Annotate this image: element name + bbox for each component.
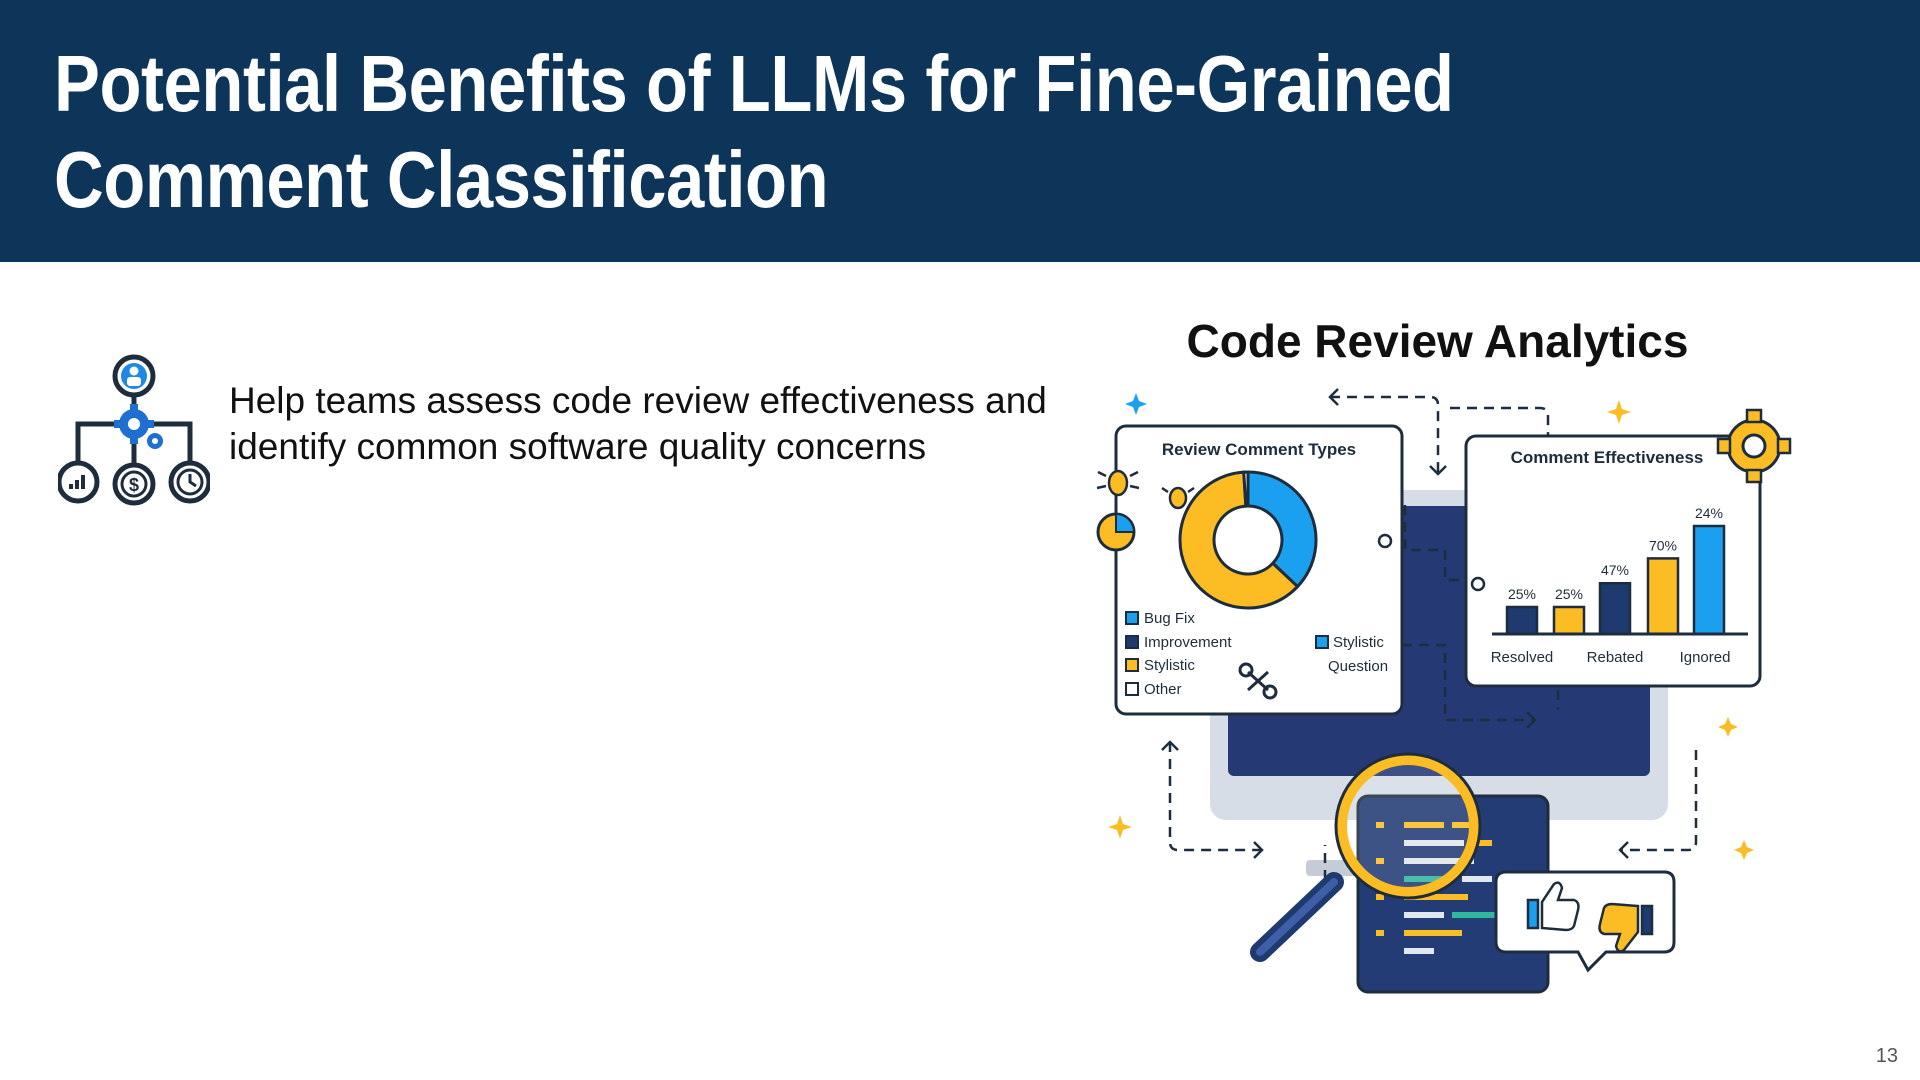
mini-pie-icon	[1096, 512, 1136, 552]
effectiveness-bar-2	[1552, 605, 1586, 636]
title-bar: Potential Benefits of LLMs for Fine-Grai…	[0, 0, 1920, 262]
effectiveness-bar-label-4: 70%	[1649, 537, 1677, 553]
legend-stylistic: Stylistic	[1144, 657, 1195, 674]
x-label-rebated: Rebated	[1587, 649, 1644, 666]
flow-arrows	[1168, 395, 1698, 880]
effectiveness-bar-5	[1692, 524, 1726, 636]
comment-types-title: Review Comment Types	[1162, 440, 1356, 459]
connector-dot	[1470, 576, 1486, 592]
x-label-resolved: Resolved	[1491, 649, 1554, 666]
sparkle-blue-icon	[1125, 393, 1147, 415]
thumbs-up-icon	[1526, 881, 1580, 932]
effectiveness-bar-label-2: 25%	[1555, 586, 1583, 602]
effectiveness-title: Comment Effectiveness	[1511, 448, 1704, 467]
page-number: 13	[1875, 1045, 1898, 1067]
magnifier-icon	[1250, 752, 1482, 962]
feedback-bubble	[1494, 870, 1676, 973]
bug-icon	[1096, 469, 1140, 497]
illustration-title: Code Review Analytics	[1186, 315, 1689, 367]
legend-improvement: Improvement	[1144, 634, 1232, 651]
effectiveness-bar-label-1: 25%	[1508, 586, 1536, 602]
legend-right-question: Question	[1328, 658, 1388, 675]
x-label-ignored: Ignored	[1680, 649, 1731, 666]
legend-right-stylistic: Stylistic	[1333, 634, 1384, 651]
org-chart-gear-metrics-icon: $	[58, 354, 210, 506]
effectiveness-bar-label-5: 24%	[1695, 505, 1723, 521]
legend-other: Other	[1144, 681, 1182, 698]
wrench-icon	[1238, 662, 1278, 700]
sparkle-icons	[1108, 400, 1754, 860]
connector-dot	[1377, 533, 1393, 549]
code-review-analytics-illustration: Review Comment Types Bug Fix Improvement	[1080, 300, 1820, 1000]
effectiveness-bar-label-3: 47%	[1601, 562, 1629, 578]
code-lines	[1376, 822, 1496, 954]
effectiveness-bar-4	[1646, 557, 1680, 636]
thumbs-down-icon	[1598, 902, 1654, 953]
comment-types-legend: Bug Fix Improvement Stylistic Other Styl…	[1125, 610, 1388, 698]
bullet-text: Help teams assess code review effectiven…	[229, 380, 1047, 467]
comment-types-donut	[1178, 470, 1318, 610]
bug-small-icon	[1161, 486, 1195, 510]
effectiveness-panel	[1464, 434, 1762, 688]
illustration-graphic: Review Comment Types Bug Fix Improvement	[1096, 388, 1792, 994]
comment-types-panel	[1114, 424, 1404, 716]
donut-slice-stylistic	[1178, 470, 1300, 610]
slide-title: Potential Benefits of LLMs for Fine-Grai…	[54, 39, 1454, 224]
svg-text:$: $	[129, 475, 139, 495]
donut-slice-bug-fix	[1246, 470, 1318, 589]
legend-bug-fix: Bug Fix	[1144, 610, 1195, 627]
gear-icon	[1716, 408, 1792, 484]
effectiveness-bar-1	[1505, 605, 1539, 636]
donut-slice-other	[1242, 470, 1250, 508]
effectiveness-bar-3	[1598, 581, 1632, 636]
